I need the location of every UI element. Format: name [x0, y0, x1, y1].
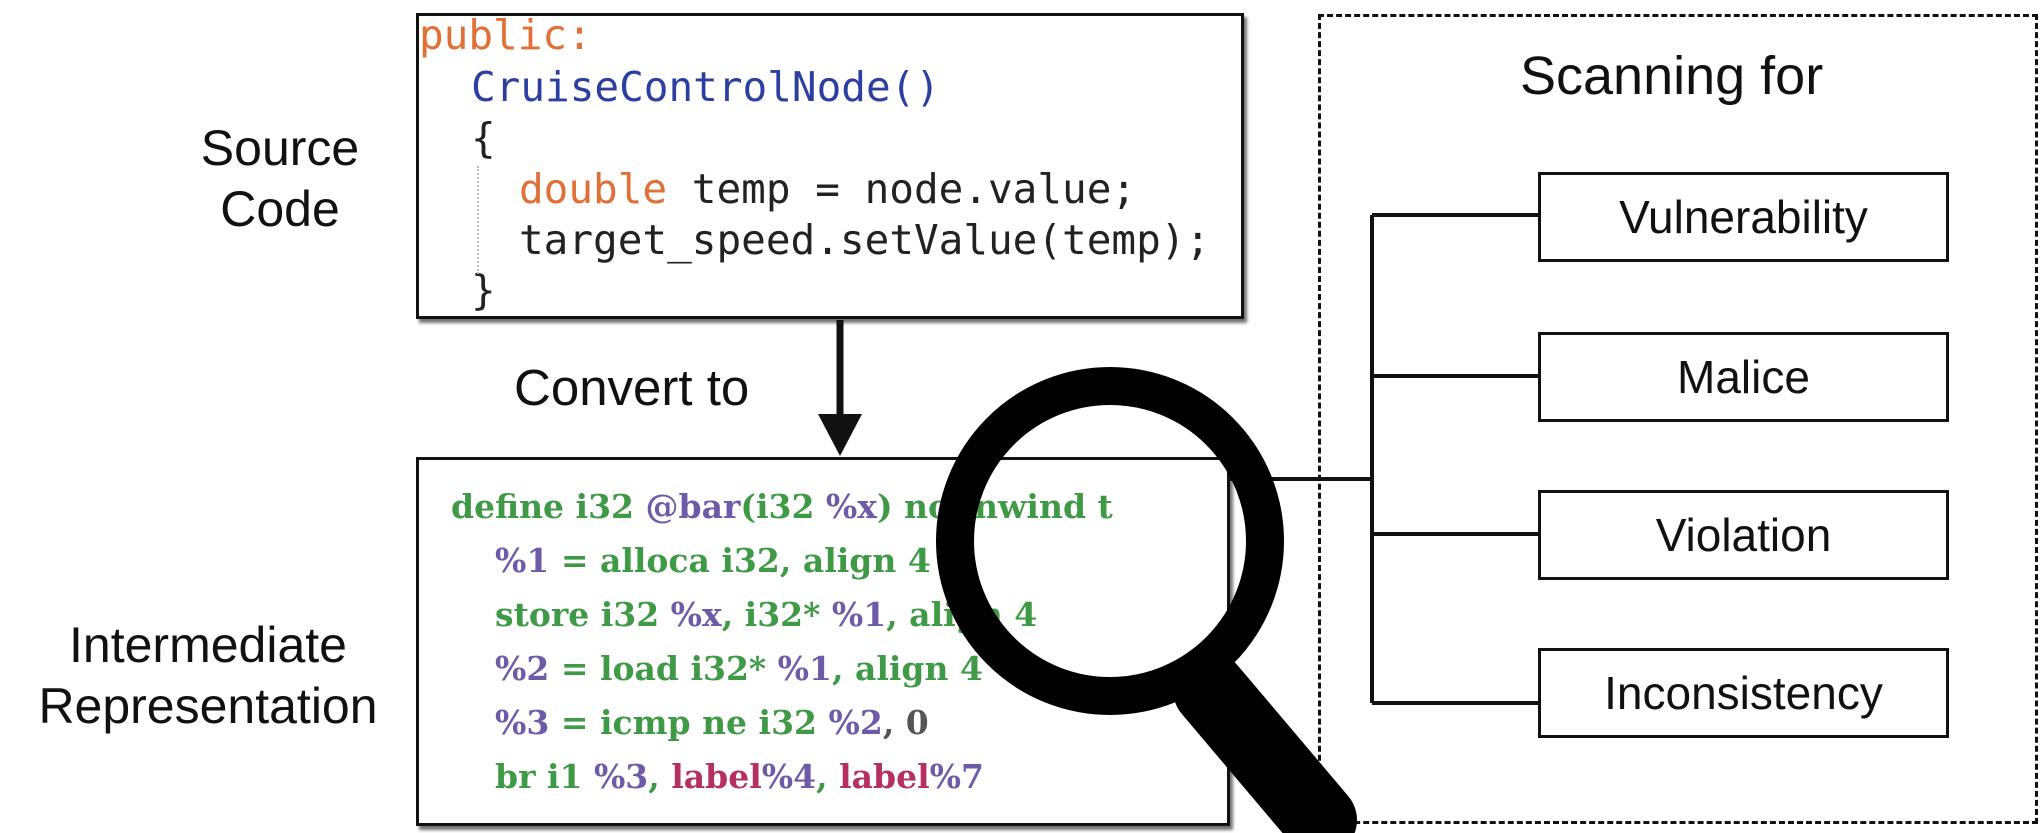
ir-define: define i32	[451, 487, 646, 526]
ir-line-1: define i32 @bar(i32 %x) nounwind t	[451, 480, 1113, 534]
scanning-region	[1318, 14, 2038, 824]
code-line-setvalue: target_speed.setValue(temp);	[519, 216, 1211, 264]
ir-sep: ,	[816, 757, 840, 796]
ir-icmp: = icmp ne i32	[549, 703, 829, 742]
ir-alloca: = alloca i32, align 4	[549, 541, 931, 580]
source-code-label: Source Code	[170, 118, 390, 240]
ir-load: = load i32*	[549, 649, 778, 688]
code-line-constructor: CruiseControlNode()	[471, 63, 940, 111]
ir-args-b: ) nounwind t	[876, 487, 1113, 526]
source-code-box: public: CruiseControlNode() { double tem…	[416, 13, 1244, 319]
target-inconsistency: Inconsistency	[1538, 648, 1949, 738]
code-double-keyword: double	[519, 165, 668, 213]
ir-store: store i32	[495, 595, 671, 634]
ir-var: %2	[828, 703, 883, 742]
ir-fn-name: @bar	[645, 487, 741, 526]
ir-line-6: br i1 %3, label%4, label%7	[495, 750, 984, 804]
code-line-public: public:	[419, 13, 592, 61]
target-malice: Malice	[1538, 332, 1949, 422]
source-code-label-line1: Source	[200, 120, 360, 176]
convert-to-label: Convert to	[514, 359, 750, 416]
ir-label: Intermediate Representation	[4, 615, 412, 737]
ir-zero: , 0	[882, 703, 929, 742]
ir-var: %7	[929, 757, 984, 796]
ir-var: %4	[761, 757, 817, 796]
arrow-down-icon	[818, 320, 862, 456]
ir-code-box: define i32 @bar(i32 %x) nounwind t %1 = …	[416, 457, 1230, 826]
ir-var: %1	[777, 649, 832, 688]
ir-line-4: %2 = load i32* %1, align 4	[495, 642, 983, 696]
ir-align: , align 4	[831, 649, 983, 688]
ir-label-line1: Intermediate	[69, 617, 347, 673]
ir-var: %1	[831, 595, 887, 634]
code-line-close-brace: }	[471, 266, 496, 314]
ir-args-a: (i32	[740, 487, 826, 526]
scanning-for-title: Scanning for	[1520, 46, 1824, 106]
ir-arg-var: %x	[825, 487, 877, 526]
ir-var: %3	[593, 757, 649, 796]
ir-type: , i32*	[721, 595, 832, 634]
ir-var: %x	[670, 595, 722, 634]
ir-sep: ,	[648, 757, 672, 796]
ir-var: %3	[495, 703, 550, 742]
ir-label-kw: label	[671, 757, 762, 796]
target-violation: Violation	[1538, 490, 1949, 580]
target-vulnerability: Vulnerability	[1538, 172, 1949, 262]
ir-line-5: %3 = icmp ne i32 %2, 0	[495, 696, 929, 750]
ir-br: br i1	[495, 757, 594, 796]
code-double-rest: temp = node.value;	[667, 165, 1137, 213]
ir-label-line2: Representation	[38, 678, 378, 734]
code-line-double: double temp = node.value;	[519, 164, 1136, 215]
code-line-open-brace: {	[471, 114, 496, 162]
ir-label-kw: label	[839, 757, 930, 796]
ir-var: %2	[495, 649, 550, 688]
source-code-label-line2: Code	[220, 181, 340, 237]
code-indent-guide	[477, 166, 479, 274]
code-public-keyword: public:	[419, 13, 592, 59]
ir-var: %1	[495, 541, 550, 580]
ir-line-2: %1 = alloca i32, align 4	[495, 534, 931, 588]
